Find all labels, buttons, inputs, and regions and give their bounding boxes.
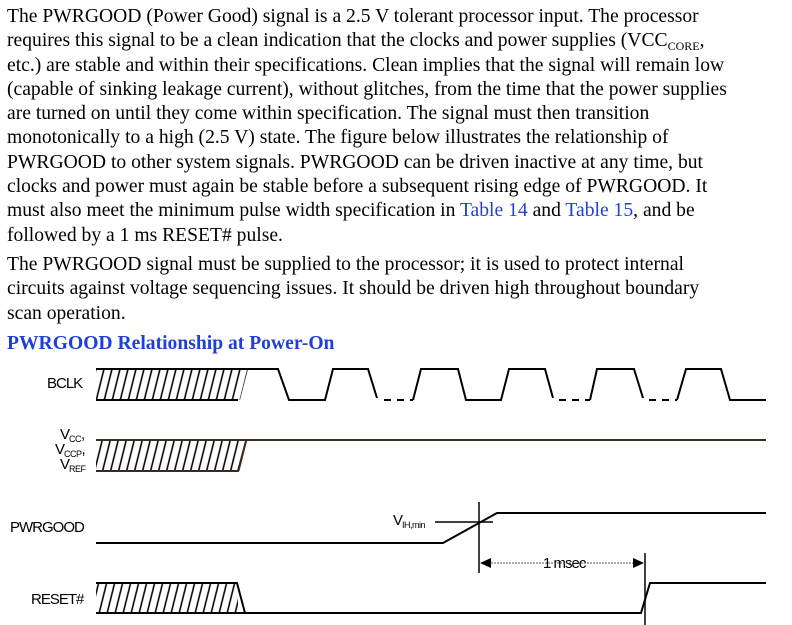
label-reset: RESET# [31, 591, 84, 608]
text-line: PWRGOOD to other system signals. PWRGOOD… [7, 151, 703, 173]
label-pwrgood: PWRGOOD [10, 519, 85, 536]
text-line: etc.) are stable and within their specif… [7, 54, 725, 76]
pwrgood-waveform [96, 512, 766, 544]
text-line: clocks and power must again be stable be… [7, 176, 708, 198]
vcc-unknown-hatch [96, 440, 248, 471]
text-line: are turned on until they come within spe… [7, 103, 650, 125]
vcc-waveform [96, 439, 766, 472]
text-line: requires this signal to be a clean indic… [7, 30, 705, 54]
text-line: The PWRGOOD (Power Good) signal is a 2.5… [7, 6, 699, 27]
paragraph-pwrgood-description: The PWRGOOD (Power Good) signal is a 2.5… [7, 5, 727, 248]
link-table-15[interactable]: Table 15 [565, 200, 634, 222]
arrow-right-icon [633, 558, 644, 568]
bclk-waveform [589, 368, 644, 401]
bclk-waveform [676, 368, 766, 401]
text-line: scan operation. [7, 302, 126, 324]
text-line: monotonically to a high (2.5 V) state. T… [7, 127, 669, 149]
reset-unknown-hatch [96, 583, 238, 613]
bclk-waveform [412, 368, 554, 401]
text-line: followed by a 1 ms RESET# pulse. [7, 224, 283, 246]
label-power-rails: VCC, VCCP, VREF [55, 426, 86, 474]
text-line: must also meet the minimum pulse width s… [7, 200, 695, 222]
bclk-waveform [96, 368, 378, 401]
arrow-left-icon [480, 558, 491, 568]
figure-title: PWRGOOD Relationship at Power-On [7, 333, 335, 354]
text-line: The PWRGOOD signal must be supplied to t… [7, 254, 684, 275]
bclk-unknown-hatch [96, 369, 248, 400]
link-table-14[interactable]: Table 14 [459, 200, 528, 222]
paragraph-pwrgood-supply: The PWRGOOD signal must be supplied to t… [7, 253, 699, 326]
label-bclk: BCLK [47, 375, 83, 392]
text-line: circuits against voltage sequencing issu… [7, 278, 700, 300]
text-line: (capable of sinking leakage current), wi… [7, 78, 727, 100]
label-vih-min: VIH,min [393, 512, 426, 530]
